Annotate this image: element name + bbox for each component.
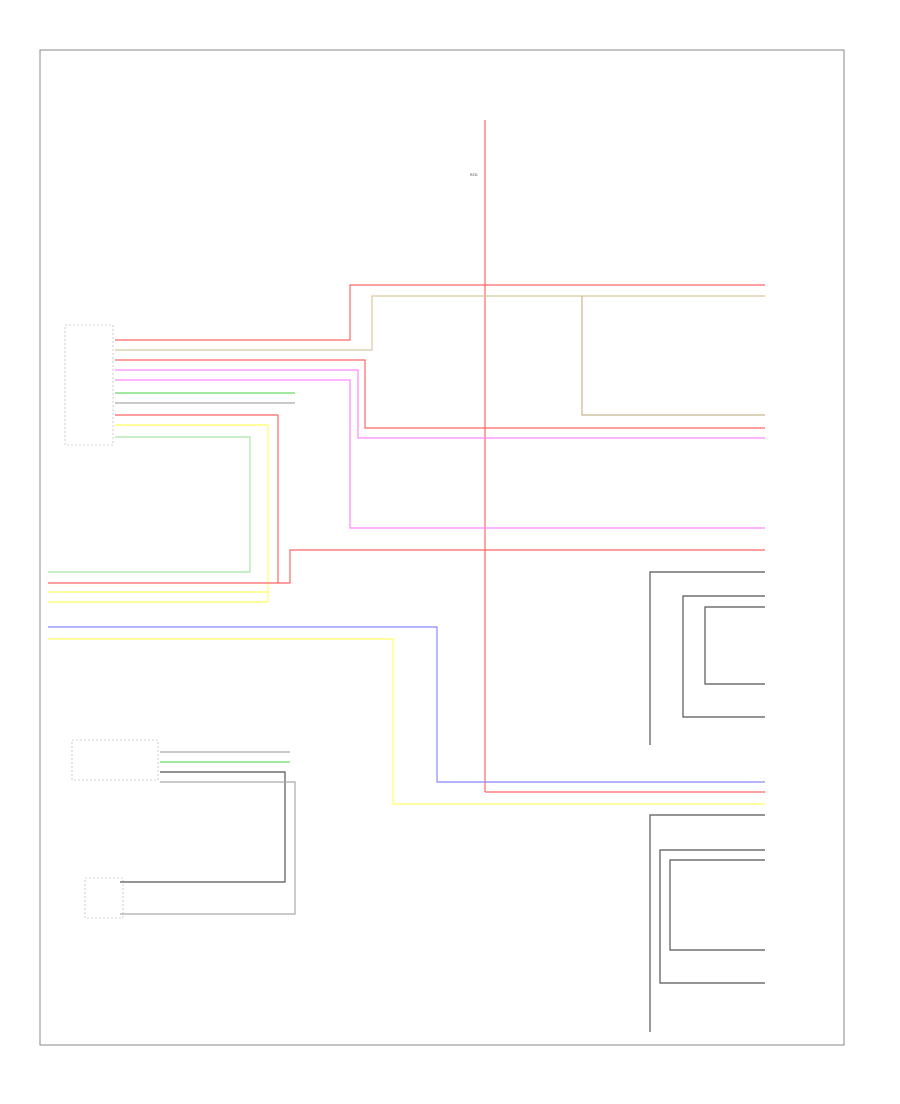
wire-top-2 [115, 295, 765, 351]
wire-label-red: RED [470, 173, 478, 177]
engine-control-module-box [64, 324, 114, 446]
wire-dark-6 [669, 859, 765, 951]
wire-dark-2 [682, 595, 765, 718]
wire-dark-4 [649, 814, 765, 1032]
wire-top-4 [115, 359, 765, 429]
wire-dark-3 [704, 606, 765, 685]
wire-ecm-green [48, 436, 251, 573]
wire-dark-5 [659, 849, 765, 984]
wire-ecm-red [115, 414, 765, 584]
wire-blue [48, 626, 765, 783]
wire-top-5 [115, 369, 765, 439]
wire-tcm-3 [120, 771, 286, 883]
sensor-box [84, 877, 124, 919]
wire-dark-1 [649, 571, 765, 745]
wire-top-1 [115, 284, 765, 341]
wire-tcm-4 [120, 781, 296, 915]
wire-yellow-2 [48, 638, 765, 805]
diagram-frame [39, 49, 845, 1046]
wire-top-6 [115, 379, 765, 529]
transmission-control-module-box [71, 739, 159, 781]
wire-ecm-yellow [48, 424, 269, 603]
wire-top-3 [581, 296, 765, 416]
